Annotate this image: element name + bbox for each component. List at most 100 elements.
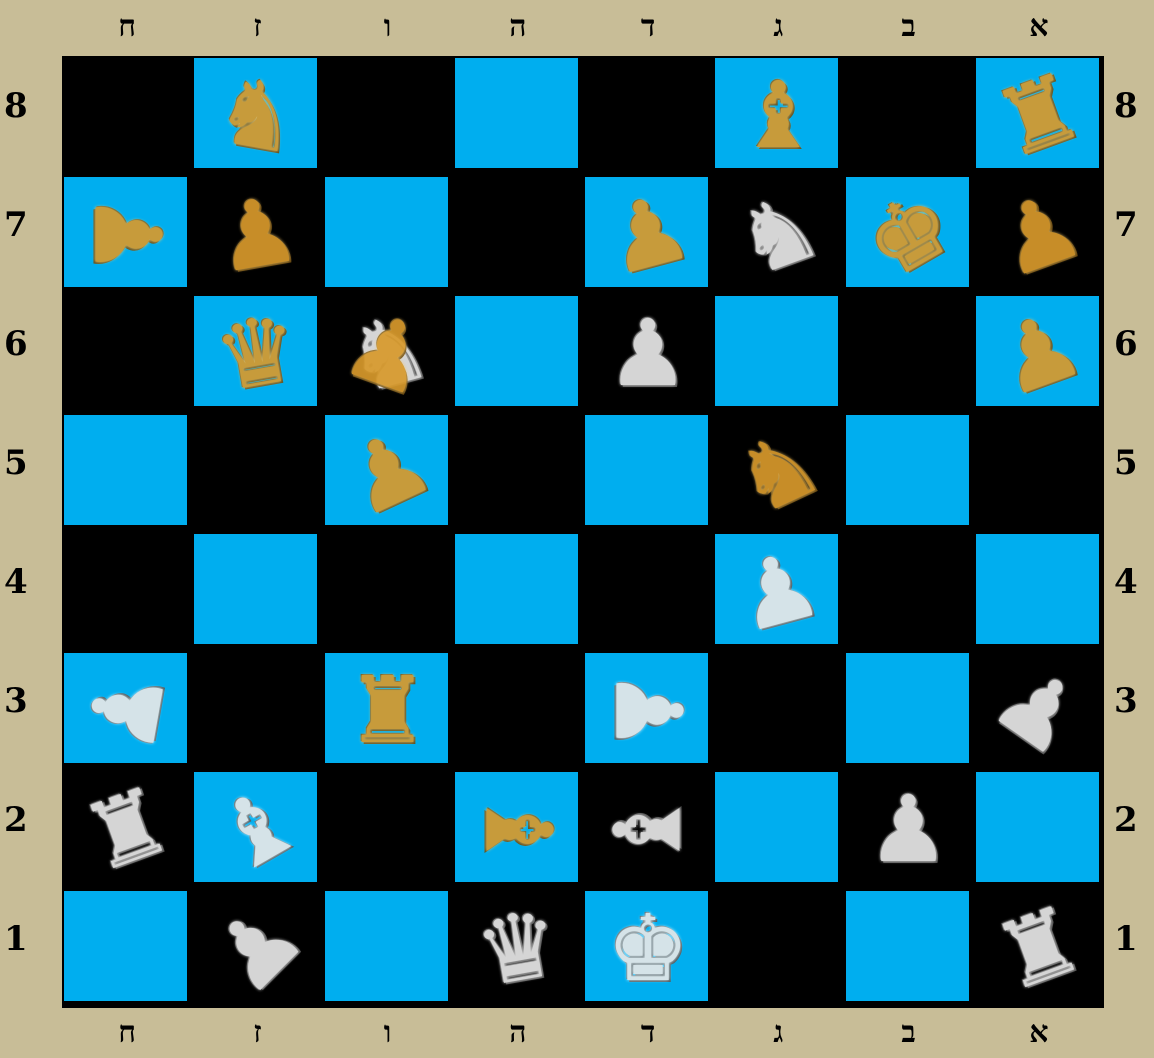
rank-label: 8 (4, 56, 54, 175)
board-square[interactable]: ♟ (62, 651, 192, 770)
black-bishop-icon[interactable]: ♝ (458, 765, 577, 895)
rank-label: 3 (4, 651, 54, 770)
rank-label: 7 (4, 175, 54, 294)
board-square[interactable] (62, 56, 192, 175)
file-label: ח (62, 1008, 192, 1058)
board-square[interactable] (713, 889, 843, 1008)
board-square[interactable]: ♟ (583, 175, 713, 294)
board-square[interactable] (453, 651, 583, 770)
white-rook-icon[interactable]: ♜ (957, 870, 1120, 1026)
board-square[interactable]: ♞♟ (323, 294, 453, 413)
black-pawn-icon[interactable]: ♟ (957, 275, 1120, 431)
black-queen-icon[interactable]: ♛ (183, 284, 332, 424)
white-pawn-icon[interactable]: ♟ (844, 770, 974, 889)
white-pawn-icon[interactable]: ♟ (583, 294, 713, 413)
file-label: ב (844, 1008, 974, 1058)
rank-label: 1 (4, 889, 54, 1008)
board-square[interactable] (62, 532, 192, 651)
board-square[interactable] (844, 56, 974, 175)
white-bishop-icon[interactable]: ♝ (589, 765, 708, 895)
white-pawn-icon[interactable]: ♟ (57, 636, 197, 785)
white-pawn-icon[interactable]: ♟ (700, 517, 856, 666)
board-square[interactable] (844, 532, 974, 651)
file-label: ח (62, 2, 192, 52)
file-label: ו (323, 2, 453, 52)
rank-label: 4 (1114, 532, 1154, 651)
rank-label: 4 (4, 532, 54, 651)
board-square[interactable] (323, 770, 453, 889)
board-square[interactable]: ♟ (583, 294, 713, 413)
board-square[interactable] (844, 413, 974, 532)
board-square[interactable] (713, 294, 843, 413)
board-square[interactable]: ♟ (974, 294, 1104, 413)
black-pawn-icon[interactable]: ♟ (570, 160, 726, 309)
white-king-icon[interactable]: ♚ (583, 889, 713, 1008)
board-square[interactable] (453, 413, 583, 532)
board-square[interactable] (844, 889, 974, 1008)
rank-label: 7 (1114, 175, 1154, 294)
file-label: ד (583, 1008, 713, 1058)
board-square[interactable]: ♟ (192, 889, 322, 1008)
board-square[interactable]: ♜ (974, 889, 1104, 1008)
board-square[interactable] (323, 532, 453, 651)
board-square[interactable]: ♛ (453, 889, 583, 1008)
white-pawn-icon[interactable]: ♟ (589, 646, 708, 776)
board-square[interactable]: ♜ (974, 56, 1104, 175)
board-square[interactable] (453, 56, 583, 175)
board-square[interactable] (323, 889, 453, 1008)
black-pawn-icon[interactable]: ♟ (68, 170, 187, 300)
rank-labels-left: 87654321 (4, 56, 54, 1008)
board-square[interactable]: ♟ (583, 651, 713, 770)
board-square[interactable] (62, 413, 192, 532)
board-square[interactable] (583, 56, 713, 175)
rank-label: 2 (1114, 770, 1154, 889)
board-square[interactable]: ♟ (974, 651, 1104, 770)
black-pawn-icon[interactable]: ♟ (303, 391, 471, 554)
board-square[interactable] (192, 651, 322, 770)
black-rook-icon[interactable]: ♜ (323, 651, 453, 770)
board-square[interactable]: ♞ (713, 413, 843, 532)
board-square[interactable] (62, 294, 192, 413)
board-square[interactable] (192, 413, 322, 532)
board-square[interactable]: ♚ (844, 175, 974, 294)
board-square[interactable] (323, 56, 453, 175)
board-square[interactable] (583, 532, 713, 651)
board-square[interactable] (453, 294, 583, 413)
board-square[interactable] (844, 294, 974, 413)
board-square[interactable] (713, 651, 843, 770)
board-square[interactable] (192, 532, 322, 651)
board-square[interactable]: ♟ (323, 413, 453, 532)
board-square[interactable]: ♟ (974, 175, 1104, 294)
rank-label: 6 (4, 294, 54, 413)
board-square[interactable]: ♟ (62, 175, 192, 294)
board-square[interactable]: ♝ (453, 770, 583, 889)
board-square[interactable]: ♝ (583, 770, 713, 889)
board-square[interactable] (974, 532, 1104, 651)
board-square[interactable] (323, 175, 453, 294)
board-square[interactable]: ♞ (192, 56, 322, 175)
board-square[interactable] (974, 413, 1104, 532)
chess-board[interactable]: ♞♝♜♟♟♟♞♚♟♛♞♟♟♟♟♞♟♟♜♟♟♜♝♝♝♟♟♛♚♜ (62, 56, 1104, 1008)
board-square[interactable]: ♞ (713, 175, 843, 294)
rank-label: 5 (4, 413, 54, 532)
board-square[interactable] (844, 651, 974, 770)
file-labels-bottom: אבגדהוזח (62, 1008, 1104, 1058)
board-square[interactable] (974, 770, 1104, 889)
board-square[interactable] (583, 413, 713, 532)
board-square[interactable]: ♟ (844, 770, 974, 889)
white-queen-icon[interactable]: ♛ (443, 879, 592, 1019)
board-square[interactable] (453, 175, 583, 294)
board-square[interactable]: ♛ (192, 294, 322, 413)
board-square[interactable]: ♟ (713, 532, 843, 651)
black-bishop-icon[interactable]: ♝ (713, 56, 843, 175)
board-square[interactable]: ♜ (62, 770, 192, 889)
board-square[interactable]: ♝ (713, 56, 843, 175)
board-square[interactable]: ♟ (192, 175, 322, 294)
board-square[interactable] (453, 532, 583, 651)
board-square[interactable] (713, 770, 843, 889)
board-square[interactable]: ♜ (323, 651, 453, 770)
board-square[interactable]: ♚ (583, 889, 713, 1008)
rank-label: 1 (1114, 889, 1154, 1008)
